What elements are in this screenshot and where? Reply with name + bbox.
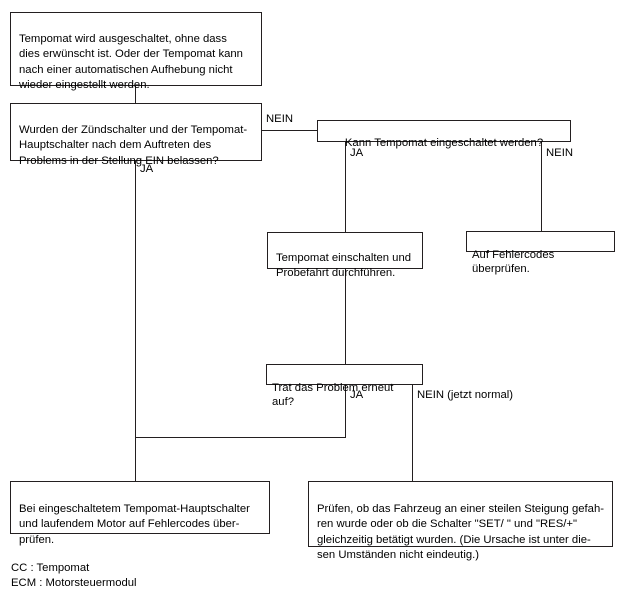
- edge-junction-to-result-left: [135, 437, 137, 482]
- edge-problem-again-no-vertical: [412, 385, 414, 482]
- legend-abbreviations: CC : Tempomat ECM : Motorsteuermodul: [11, 562, 137, 589]
- edge-switches-no-horizontal: [261, 130, 318, 132]
- node-question-can-enable: Kann Tempomat eingeschaltet werden?: [317, 120, 571, 149]
- edge-label-switches-no: NEIN: [266, 113, 293, 125]
- edge-can-enable-no-vertical: [541, 141, 543, 232]
- node-result-steep-slope: Prüfen, ob das Fahrzeug an einer steilen…: [308, 481, 613, 561]
- edge-problem-again-yes-vertical: [345, 385, 347, 438]
- node-action-check-codes-label: Auf Fehlercodes überprüfen.: [472, 249, 555, 275]
- node-symptom: Tempomat wird ausgeschaltet, ohne dass d…: [10, 12, 262, 91]
- node-question-can-enable-label: Kann Tempomat eingeschaltet werden?: [344, 137, 544, 149]
- edge-testdrive-to-problem-again: [345, 268, 347, 365]
- node-action-enable-testdrive: Tempomat einschalten und Probefahrt durc…: [267, 232, 423, 279]
- node-action-check-codes: Auf Fehlercodes überprüfen.: [466, 231, 615, 275]
- node-symptom-label: Tempomat wird ausgeschaltet, ohne dass d…: [19, 33, 243, 91]
- node-result-steep-slope-label: Prüfen, ob das Fahrzeug an einer steilen…: [317, 503, 605, 561]
- node-question-switches: Wurden der Zündschalter und der Tempomat…: [10, 103, 262, 167]
- edge-symptom-to-switches: [135, 86, 137, 104]
- edge-label-problem-again-yes: JA: [350, 389, 364, 401]
- node-question-switches-label: Wurden der Zündschalter und der Tempomat…: [19, 124, 248, 167]
- node-question-problem-again: Trat das Problem erneut auf?: [266, 364, 423, 408]
- edge-can-enable-yes-vertical: [345, 141, 347, 233]
- node-question-problem-again-label: Trat das Problem erneut auf?: [272, 382, 394, 408]
- edge-label-can-enable-yes: JA: [350, 147, 364, 159]
- node-result-check-codes-running: Bei eingeschaltetem Tempomat-Hauptschalt…: [10, 481, 270, 546]
- edge-label-switches-yes: JA: [140, 163, 154, 175]
- edge-switches-yes-vertical: [135, 161, 137, 438]
- node-action-enable-testdrive-label: Tempomat einschalten und Probefahrt durc…: [276, 252, 412, 280]
- node-result-check-codes-running-label: Bei eingeschaltetem Tempomat-Hauptschalt…: [19, 503, 250, 546]
- edge-label-can-enable-no: NEIN: [546, 147, 573, 159]
- edge-problem-again-yes-horizontal: [135, 437, 346, 439]
- edge-label-problem-again-no: NEIN (jetzt normal): [417, 389, 514, 401]
